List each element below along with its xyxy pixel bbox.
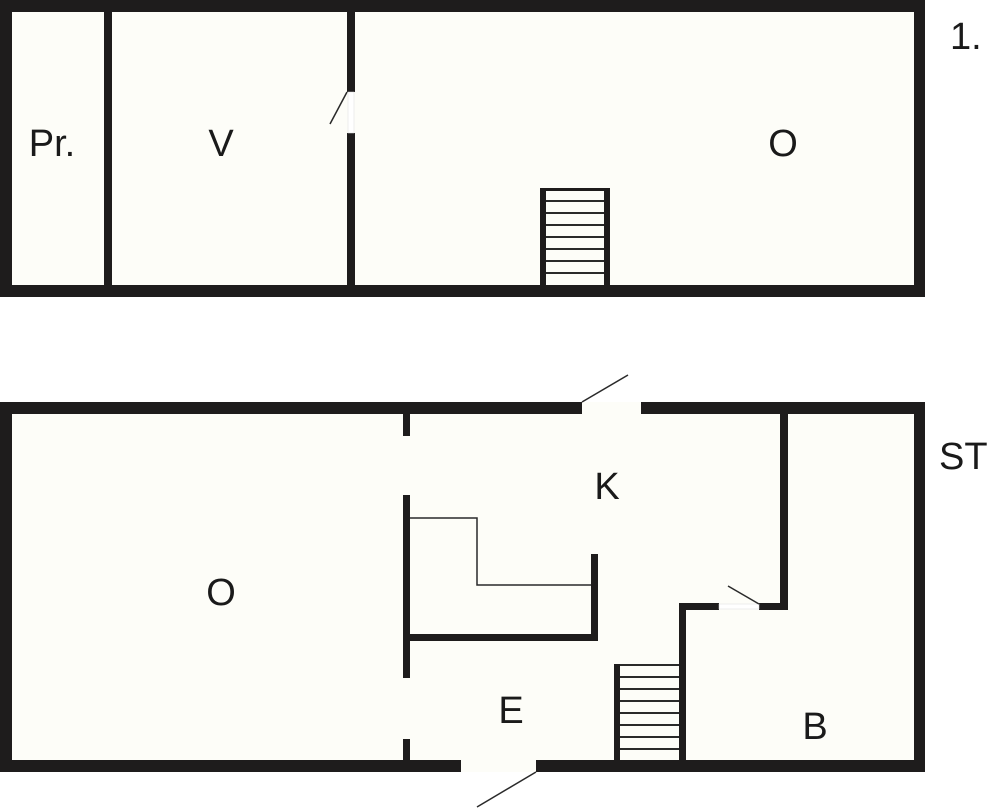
room-label-bathroom: B (802, 706, 828, 748)
floor-label-first: 1. (950, 16, 982, 58)
counter-side (591, 554, 598, 641)
room-label-entrance: E (498, 690, 524, 732)
door-bathroom[interactable] (718, 603, 760, 610)
first-floor-plan (0, 0, 925, 297)
room-label-o-upper: O (768, 123, 798, 165)
room-label-pantry: Pr. (28, 123, 76, 165)
kitchen-counter (410, 517, 591, 586)
wall-b-top-right (759, 603, 788, 610)
room-label-v: V (208, 123, 234, 165)
door-swing-bathroom (727, 585, 760, 605)
room-label-kitchen: K (594, 466, 620, 508)
door-swing-entrance (476, 771, 537, 808)
wall-b-left (679, 603, 686, 760)
door-swing-v-o (329, 91, 348, 125)
door-kitchen-exterior[interactable] (582, 402, 641, 414)
wall-v-o-bottom (347, 133, 355, 285)
staircase-lower (614, 664, 679, 760)
wall-o-e-stub (403, 739, 410, 760)
wall-o-k-stub (403, 414, 410, 436)
door-swing-kitchen (581, 374, 629, 403)
floor-label-ground: ST (939, 436, 988, 478)
wall-k-b (780, 414, 788, 609)
door-entrance[interactable] (461, 760, 536, 772)
room-label-o-lower: O (206, 572, 236, 614)
staircase-upper (540, 188, 610, 285)
wall-pr-v (104, 12, 112, 285)
counter-base (403, 634, 598, 641)
wall-o-e (403, 495, 410, 678)
wall-b-top-left (679, 603, 719, 610)
door-v-o[interactable] (347, 91, 355, 134)
ground-floor-plan (0, 374, 925, 808)
wall-v-o-top (347, 12, 355, 92)
